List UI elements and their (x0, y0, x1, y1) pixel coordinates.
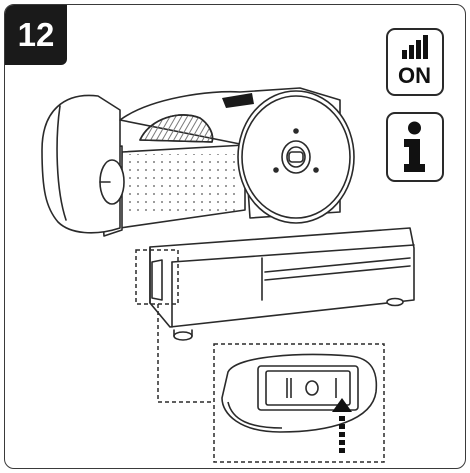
slicer-foot (386, 297, 404, 307)
callout-leader (157, 304, 214, 403)
switch-callout-zoom (213, 343, 385, 463)
power-on-icon-box: ON (386, 28, 444, 96)
info-icon-box (386, 112, 444, 182)
step-number: 12 (17, 16, 55, 53)
power-switch-detail (221, 353, 378, 433)
instruction-frame (4, 4, 466, 469)
signal-bars-icon (402, 35, 428, 59)
switch-callout-source (135, 249, 179, 305)
press-arrow (332, 398, 352, 453)
power-on-label: ON (398, 63, 431, 88)
slicer-foot (173, 331, 193, 341)
slicer-base (149, 227, 415, 328)
info-icon (404, 121, 425, 172)
step-badge: 12 (5, 5, 67, 65)
slicer-blade (237, 90, 355, 224)
